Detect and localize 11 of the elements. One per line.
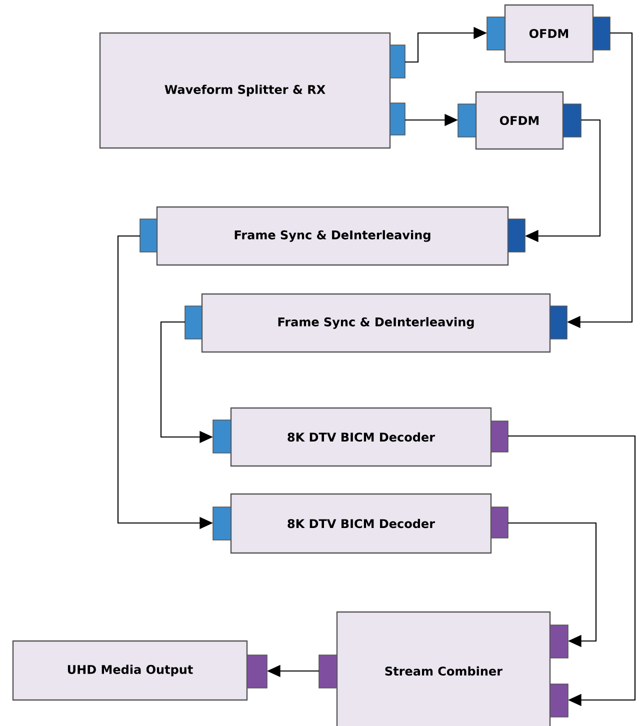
block-box: OFDM — [475, 91, 564, 150]
block-box: UHD Media Output — [12, 640, 248, 701]
block-box: OFDM — [504, 4, 594, 63]
block-box: Frame Sync & DeInterleaving — [201, 293, 551, 353]
block-box: Waveform Splitter & RX — [99, 32, 391, 149]
block-box: Frame Sync & DeInterleaving — [156, 206, 509, 266]
block-box: 8K DTV BICM Decoder — [230, 407, 492, 467]
block-box: 8K DTV BICM Decoder — [230, 493, 492, 554]
arrow — [508, 435, 636, 706]
arrow — [508, 522, 597, 648]
block-box: Stream Combiner — [336, 611, 551, 726]
